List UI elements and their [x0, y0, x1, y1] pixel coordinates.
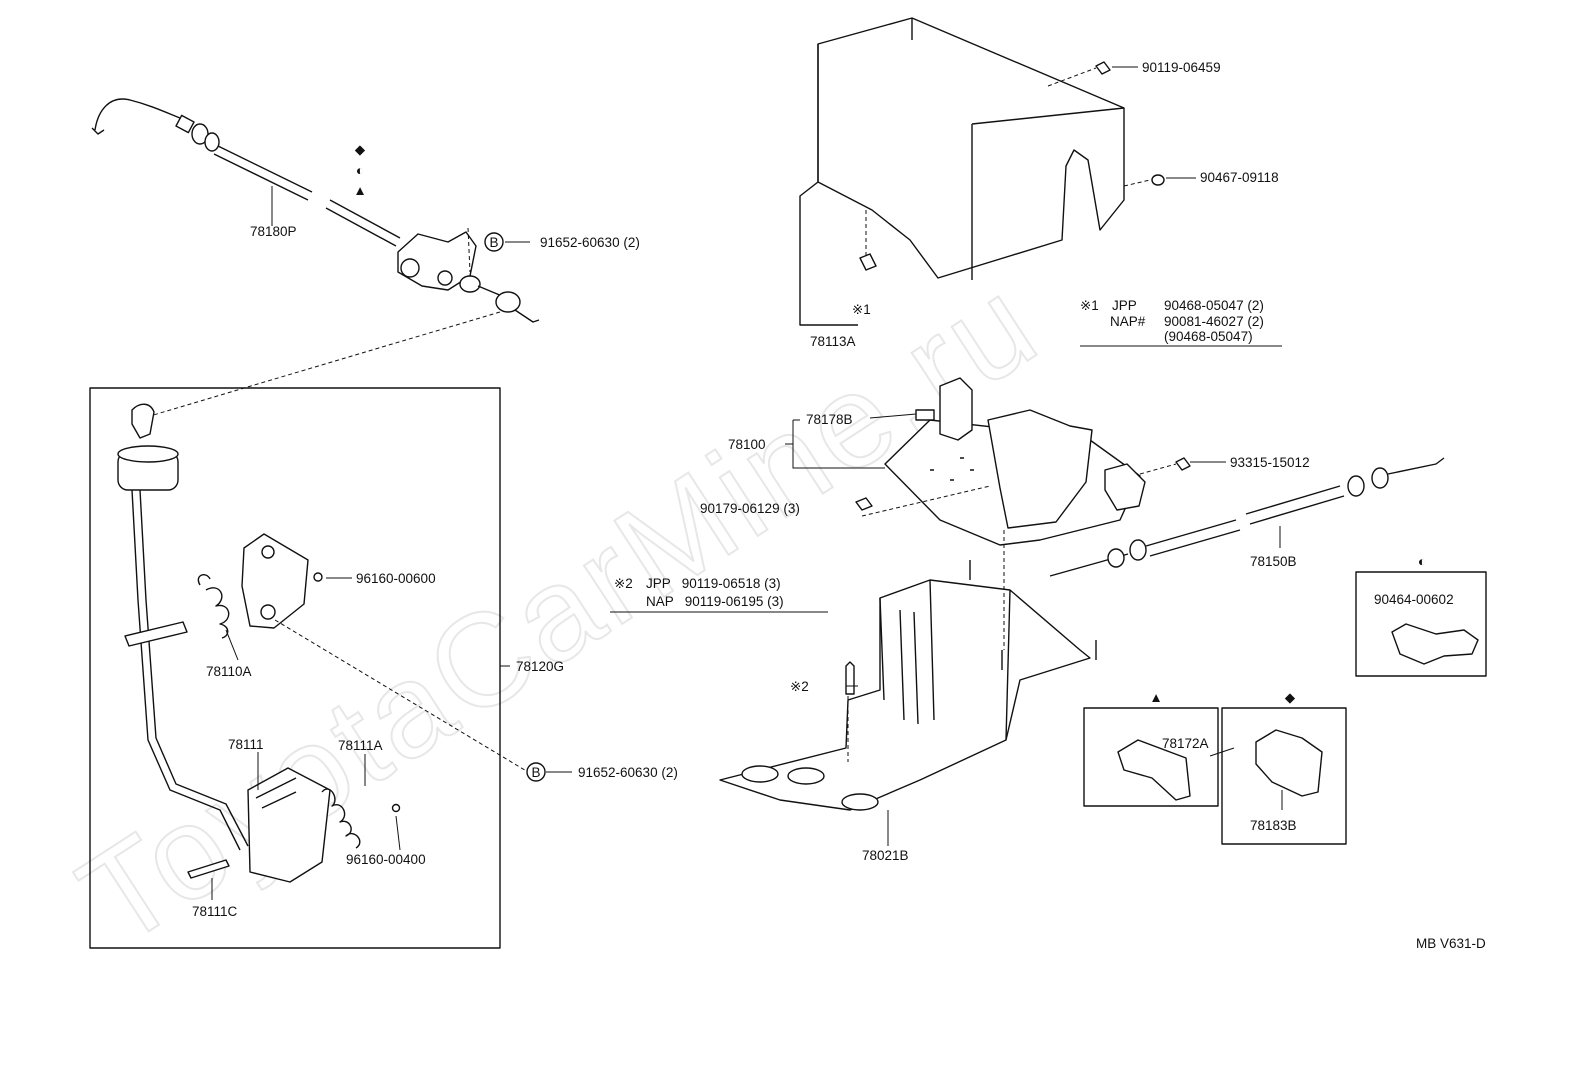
note2-marker: ※2 — [790, 679, 809, 694]
label-78111A: 78111A — [338, 738, 383, 753]
label-78120G: 78120G — [516, 659, 564, 674]
label-96160-00400: 96160-00400 — [346, 852, 426, 867]
label-78180P: 78180P — [250, 224, 297, 239]
label-96160-00600: 96160-00600 — [356, 571, 436, 586]
half-circle-icon: ◐ — [356, 163, 364, 178]
note2-nap: NAP 90119-06195 (3) — [646, 594, 784, 609]
cable-78180P — [91, 98, 540, 323]
label-90464-00602: 90464-00602 — [1374, 592, 1454, 607]
cover-78113A — [799, 17, 1165, 326]
triangle-icon: ▲ — [1149, 690, 1162, 705]
note1-jpp-part: 90468-05047 (2) — [1164, 298, 1264, 313]
label-78183B: 78183B — [1250, 818, 1297, 833]
clip-box-78172A — [1083, 707, 1219, 807]
cable-link-line — [149, 311, 501, 417]
triangle-icon: ▲ — [353, 183, 366, 198]
diamond-icon: ◆ — [1285, 690, 1296, 705]
label-90467-09118: 90467-09118 — [1200, 170, 1279, 185]
label-93315-15012: 93315-15012 — [1230, 455, 1310, 470]
label-91652-top: 91652-60630 (2) — [540, 235, 640, 250]
label-78111C: 78111C — [192, 904, 238, 919]
label-78150B: 78150B — [1250, 554, 1297, 569]
label-91652-mid: 91652-60630 (2) — [578, 765, 678, 780]
note2-marker: ※2 — [614, 576, 633, 591]
label-78021B: 78021B — [862, 848, 909, 863]
note1-nap-alt: (90468-05047) — [1164, 329, 1253, 344]
label-78111: 78111 — [228, 737, 264, 752]
label-78172A: 78172A — [1162, 736, 1209, 751]
label-78178B: 78178B — [806, 412, 853, 427]
svg-text:B: B — [489, 235, 498, 250]
half-circle-icon: ◐ — [1418, 554, 1426, 569]
label-78113A: 78113A — [810, 334, 856, 349]
note2-jpp: JPP 90119-06518 (3) — [646, 576, 781, 591]
note1-nap-label: NAP# — [1110, 314, 1146, 329]
cable-78150B — [1049, 457, 1445, 577]
svg-text:B: B — [531, 765, 540, 780]
diagram-code: MB V631-D — [1416, 936, 1486, 951]
diamond-icon: ◆ — [355, 142, 366, 157]
clip-box-78183B — [1221, 707, 1347, 845]
clip-box-90464-00602 — [1355, 571, 1487, 677]
leader-lines — [211, 66, 1283, 900]
note1-marker: ※1 — [852, 302, 871, 317]
note1-marker: ※1 — [1080, 298, 1099, 313]
label-90179-06129: 90179-06129 (3) — [700, 501, 800, 516]
note1-nap-part: 90081-46027 (2) — [1164, 314, 1264, 329]
symbol-b-mid: B — [526, 762, 546, 782]
base-78021B — [719, 530, 1097, 811]
bracket-78100 — [855, 377, 1191, 546]
label-90119-06459: 90119-06459 — [1142, 60, 1221, 75]
label-78100: 78100 — [728, 437, 766, 452]
note1-jpp-label: JPP — [1112, 298, 1137, 313]
symbol-b-top: B — [484, 232, 504, 252]
label-78110A: 78110A — [206, 664, 252, 679]
pedal-assembly-78120G — [89, 387, 529, 949]
